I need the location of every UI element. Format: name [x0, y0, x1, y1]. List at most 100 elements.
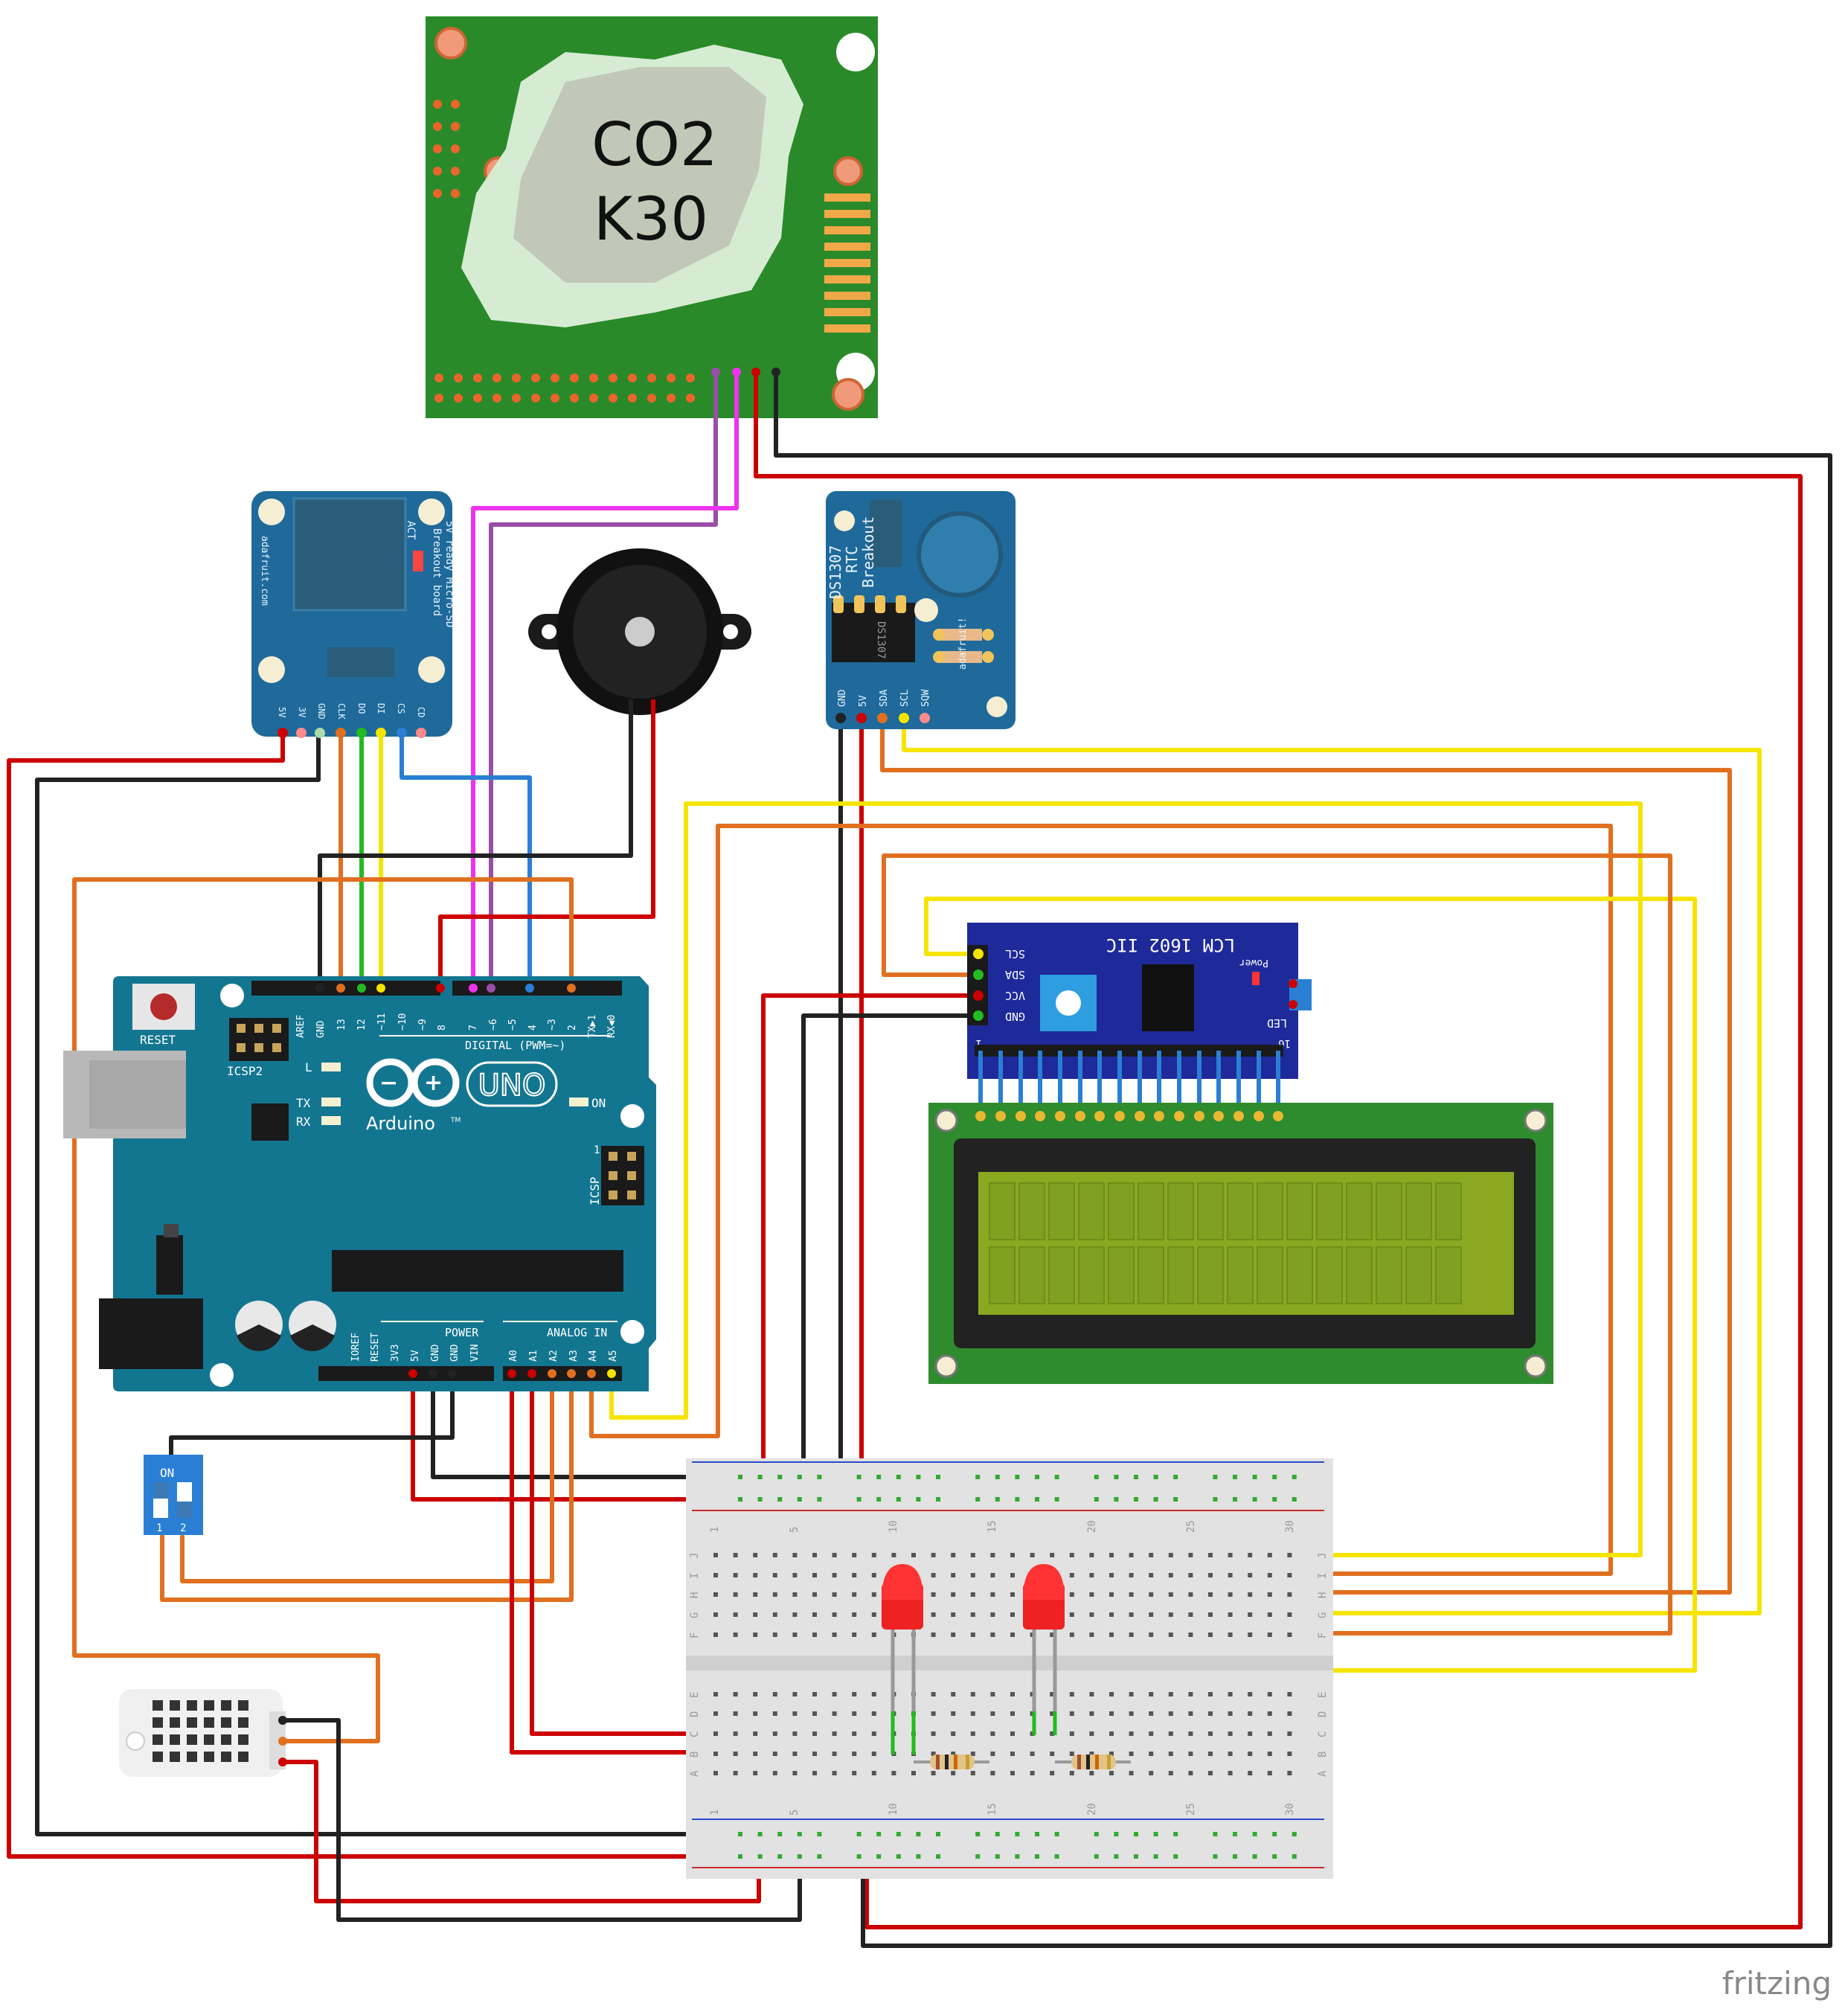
- breadboard-hole: [1267, 1612, 1272, 1617]
- breadboard-hole: [733, 1731, 738, 1736]
- pin-label: A2: [548, 1350, 559, 1362]
- breadboard-hole: [891, 1553, 896, 1557]
- breadboard-hole: [871, 1692, 876, 1696]
- switch-number-2: 2: [180, 1522, 186, 1534]
- breadboard-hole: [812, 1692, 817, 1696]
- breadboard-hole: [817, 1854, 822, 1859]
- breadboard-hole: [772, 1573, 777, 1577]
- dht22-sensor: [119, 1689, 287, 1777]
- breadboard-hole: [713, 1553, 718, 1557]
- pin-label: A5: [608, 1350, 619, 1362]
- header-pin-dots: [315, 984, 616, 1378]
- sd-title-line1: 5V ready Micro-SD: [443, 521, 455, 627]
- breadboard-hole: [817, 1475, 822, 1479]
- wire-buzzer-gnd[interactable]: [318, 697, 633, 988]
- breadboard-hole: [990, 1731, 995, 1736]
- wire-sd-5v[interactable]: [7, 731, 716, 1859]
- wire-rtc-scl[interactable]: [902, 714, 1762, 1615]
- wire-i2c-vcc[interactable]: [761, 993, 984, 1479]
- breadboard-hole: [777, 1832, 783, 1836]
- breadboard-hole: [1168, 1771, 1173, 1775]
- breadboard-hole: [852, 1612, 857, 1617]
- breadboard-hole: [1114, 1497, 1119, 1502]
- breadboard-hole: [876, 1854, 882, 1859]
- breadboard-hole: [1050, 1771, 1055, 1775]
- wire-buzzer-pos[interactable]: [438, 697, 655, 988]
- breadboard-hole: [792, 1711, 798, 1716]
- wire-dht-gnd[interactable]: [280, 1718, 802, 1922]
- i2c-pin-label: SCL: [1005, 947, 1025, 961]
- breadboard-hole: [876, 1497, 882, 1502]
- wire-switch-2[interactable]: [180, 1373, 554, 1583]
- breadboard-hole: [1208, 1752, 1213, 1756]
- wire-sd-gnd[interactable]: [35, 731, 716, 1836]
- row-letter: A: [1317, 1770, 1329, 1777]
- breadboard-hole: [1069, 1752, 1074, 1756]
- breadboard-hole: [1248, 1731, 1253, 1736]
- rtc-pin-label: SCL: [899, 689, 911, 707]
- breadboard-hole: [753, 1592, 758, 1597]
- breadboard-hole: [1134, 1475, 1138, 1479]
- wire-gnd-switch[interactable]: [169, 1373, 455, 1457]
- wire-sd-cs[interactable]: [400, 731, 532, 988]
- wire-pin2-dht[interactable]: [72, 877, 574, 1743]
- breadboard-hole: [1267, 1632, 1272, 1637]
- wire-dht-vcc[interactable]: [280, 1760, 761, 1903]
- breadboard-hole: [936, 1497, 940, 1502]
- breadboard-hole: [856, 1475, 862, 1479]
- breadboard-hole: [1228, 1592, 1233, 1597]
- wire-i2c-gnd[interactable]: [801, 1013, 984, 1479]
- breadboard-hole: [1129, 1592, 1134, 1597]
- breadboard-hole: [911, 1771, 916, 1775]
- breadboard-hole: [713, 1731, 718, 1736]
- col-number: 20: [1086, 1803, 1098, 1816]
- wire-5v-rail[interactable]: [411, 1373, 735, 1502]
- breadboard-hole: [832, 1612, 837, 1617]
- pin-label: ~6: [488, 1019, 499, 1031]
- breadboard-hole: [1050, 1632, 1055, 1637]
- breadboard-hole: [713, 1752, 718, 1756]
- rtc-ds1307-breakout: DS1307 DS1307 RTC Breakout adafruit! GND…: [826, 491, 1016, 729]
- wire-rtc-sda[interactable]: [880, 714, 1732, 1595]
- i2c-lcd-connection-pins: [978, 1051, 1280, 1112]
- breadboard-hole: [871, 1731, 876, 1736]
- breadboard-hole: [931, 1752, 936, 1756]
- wire-a5[interactable]: [609, 801, 1643, 1557]
- row-letter: A: [689, 1770, 701, 1777]
- breadboard-hole: [792, 1771, 798, 1775]
- breadboard-hole: [896, 1497, 901, 1502]
- i2c-pin-label: GND: [1005, 1010, 1025, 1023]
- breadboard-hole: [1035, 1475, 1039, 1479]
- microsd-breakout: adafruit.com 5V ready Micro-SD Breakout …: [251, 491, 455, 738]
- l-label: L: [305, 1060, 312, 1074]
- breadboard-hole: [792, 1553, 798, 1557]
- breadboard-hole: [772, 1771, 777, 1775]
- wire-i2c-sda[interactable]: [882, 853, 1672, 1635]
- arduino-tm: TM: [450, 1117, 461, 1124]
- breadboard-hole: [753, 1711, 758, 1716]
- breadboard-hole: [1213, 1497, 1218, 1502]
- breadboard-hole: [812, 1592, 817, 1597]
- sd-title-line2: Breakout board: [431, 528, 443, 616]
- led-1: [882, 1564, 923, 1755]
- wire-co2-tx[interactable]: [489, 370, 718, 988]
- pin-label: 7: [468, 1025, 479, 1031]
- breadboard-hole: [990, 1771, 995, 1775]
- breadboard-hole: [1228, 1692, 1233, 1696]
- wire-gnd-rail[interactable]: [431, 1373, 735, 1479]
- wire-co2-rx[interactable]: [471, 370, 739, 988]
- wire-co2-gnd[interactable]: [774, 370, 1832, 1948]
- wires: [7, 370, 1832, 1948]
- breadboard-hole: [1030, 1752, 1035, 1756]
- breadboard-hole: [1129, 1692, 1134, 1696]
- breadboard-hole: [1228, 1612, 1233, 1617]
- i2c-pin-first: 1: [976, 1037, 982, 1049]
- row-letter: G: [1317, 1612, 1329, 1618]
- breadboard-hole: [1069, 1731, 1074, 1736]
- wire-a4[interactable]: [589, 824, 1613, 1576]
- breadboard-hole: [1168, 1692, 1173, 1696]
- wire-co2-5v[interactable]: [754, 370, 1803, 1929]
- breadboard-hole: [817, 1497, 822, 1502]
- wire-switch-1[interactable]: [160, 1373, 574, 1602]
- row-letter: H: [1317, 1592, 1329, 1598]
